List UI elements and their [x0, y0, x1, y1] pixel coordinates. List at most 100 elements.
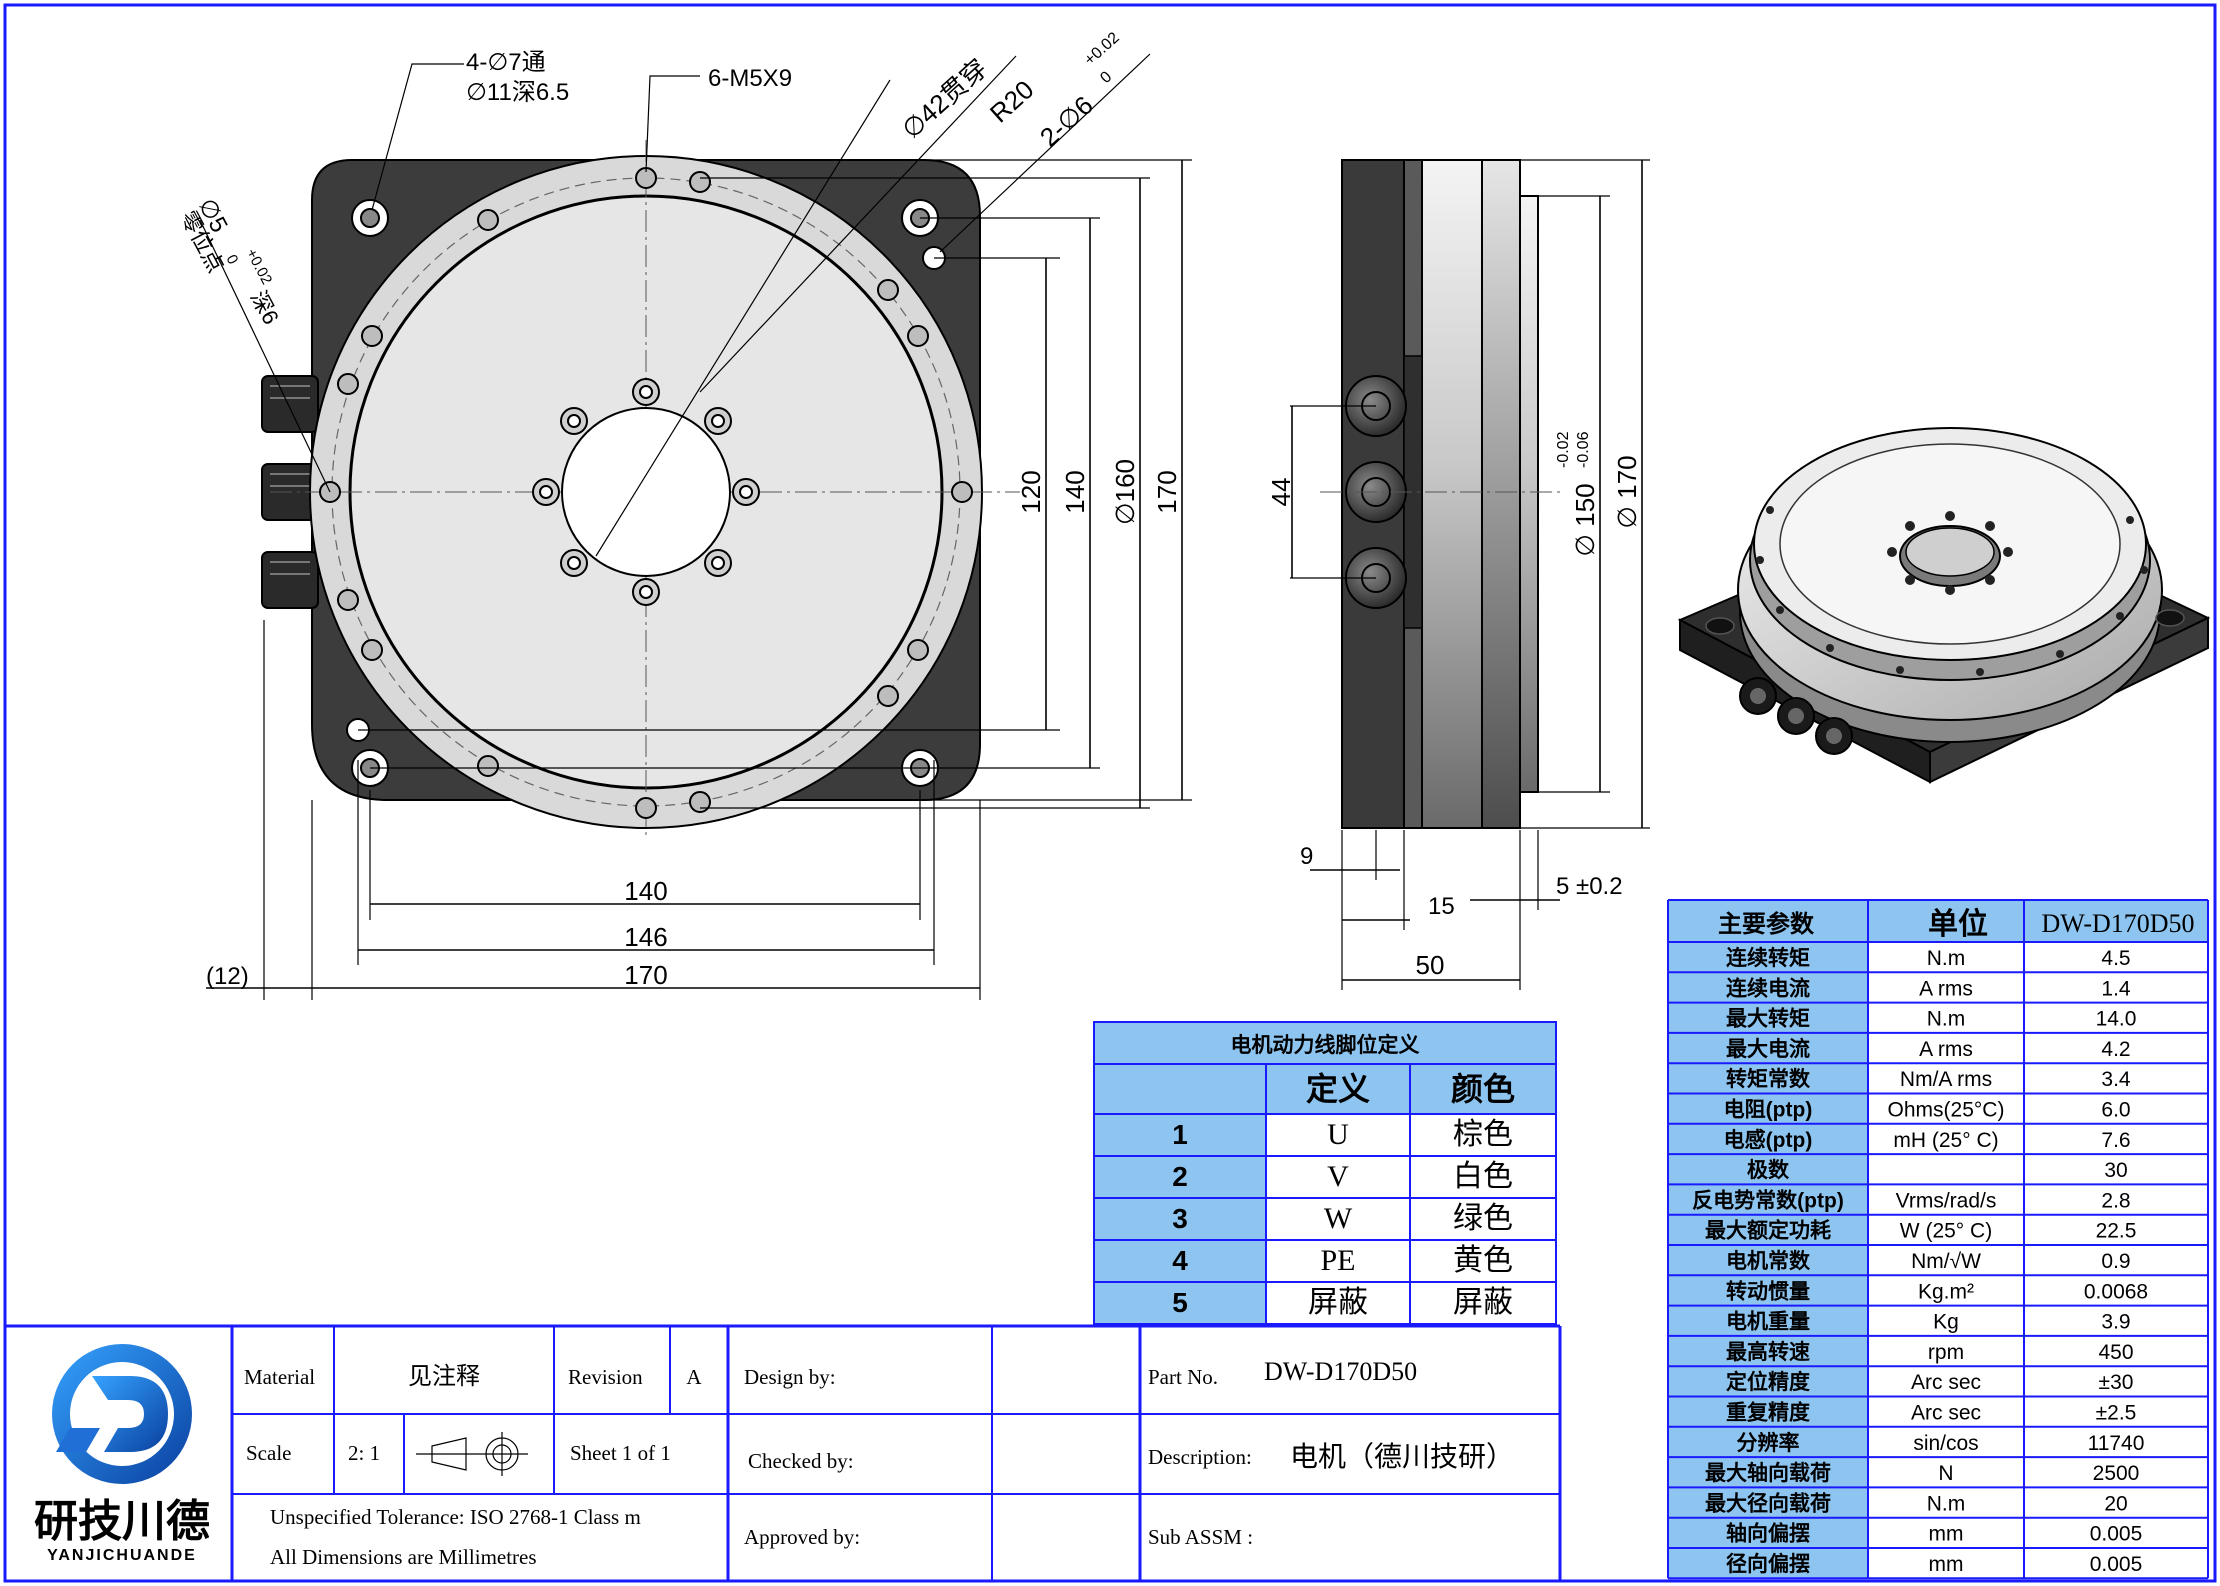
spec-unit: mH (25° C)	[1893, 1129, 1998, 1152]
spec-unit: A rms	[1919, 977, 1973, 1000]
inner-tapped-holes	[532, 378, 760, 606]
callout-bore: ∅42贯穿	[896, 53, 993, 145]
spec-unit: A rms	[1919, 1038, 1973, 1061]
spec-unit: N	[1938, 1462, 1953, 1485]
spec-unit: Ohms(25°C)	[1888, 1099, 2005, 1122]
pin-number: 1	[1172, 1119, 1188, 1150]
spec-param: 径向偏摆	[1726, 1552, 1810, 1576]
isometric-view	[1677, 427, 2211, 784]
spec-unit: Vrms/rad/s	[1896, 1189, 1997, 1212]
pin-color: 棕色	[1453, 1118, 1513, 1151]
pin-definition: 屏蔽	[1308, 1286, 1368, 1319]
dim-offset12: (12)	[206, 963, 249, 990]
spec-value: 14.0	[2096, 1008, 2137, 1031]
pin-number: 2	[1172, 1161, 1188, 1192]
spec-value: 2500	[2093, 1462, 2140, 1485]
spec-value: 6.0	[2101, 1099, 2130, 1122]
spec-param: 极数	[1747, 1159, 1790, 1182]
spec-value: 0.9	[2101, 1250, 2130, 1273]
pin-header-color: 颜色	[1451, 1071, 1515, 1107]
spec-value: 0.0068	[2084, 1280, 2148, 1303]
dim-v120: 120	[1016, 470, 1046, 513]
spec-unit: Kg.m²	[1918, 1280, 1974, 1303]
callout-pin-holes: 2-∅6	[1034, 90, 1099, 153]
spec-header-param: 主要参数	[1718, 910, 1815, 938]
approved-by-label: Approved by:	[744, 1525, 860, 1549]
pin-definition: PE	[1320, 1244, 1355, 1277]
design-by-label: Design by:	[744, 1365, 836, 1389]
spec-value: 22.5	[2096, 1220, 2137, 1243]
dim-d15: 15	[1428, 893, 1455, 920]
spec-value: 1.4	[2101, 977, 2131, 1000]
spec-unit: Kg	[1933, 1311, 1959, 1334]
callout-mount-2: ∅11深6.5	[466, 79, 569, 106]
spec-unit: N.m	[1927, 1008, 1966, 1031]
spec-param: 最大转矩	[1726, 1007, 1810, 1031]
spec-unit: N.m	[1927, 1492, 1966, 1515]
spec-unit: N.m	[1927, 947, 1966, 970]
part-no-label: Part No.	[1148, 1365, 1218, 1389]
dim-dia170: ∅ 170	[1612, 455, 1642, 528]
pin-number: 3	[1172, 1203, 1188, 1234]
part-no-value: DW-D170D50	[1264, 1357, 1417, 1386]
spec-value: 0.005	[2090, 1523, 2143, 1546]
spec-param: 反电势常数(ptp)	[1692, 1188, 1844, 1212]
scale-label: Scale	[246, 1441, 291, 1465]
dim-d5: 5 ±0.2	[1556, 873, 1623, 900]
dim-dia150-tol-lower: -0.06	[1575, 431, 1592, 468]
spec-unit: mm	[1929, 1553, 1964, 1576]
material-label: Material	[244, 1365, 315, 1389]
spec-value: 20	[2104, 1492, 2127, 1515]
spec-header-model: DW-D170D50	[2041, 909, 2194, 938]
dim-h170: 170	[624, 960, 667, 990]
spec-param: 最大轴向载荷	[1705, 1461, 1831, 1485]
pin-definition: W	[1324, 1202, 1353, 1235]
spec-unit: Arc sec	[1911, 1371, 1981, 1394]
spec-param: 轴向偏摆	[1726, 1522, 1810, 1546]
spec-unit: Nm/A rms	[1900, 1068, 1992, 1091]
material-value: 见注释	[408, 1363, 480, 1390]
spec-param: 分辨率	[1737, 1431, 1800, 1455]
spec-param: 连续电流	[1726, 976, 1810, 1000]
callout-zero-tol-upper: +0.02	[242, 246, 275, 288]
spec-param: 电阻(ptp)	[1724, 1099, 1813, 1122]
spec-param: 重复精度	[1726, 1401, 1810, 1425]
spec-value: 2.8	[2101, 1189, 2130, 1212]
callout-radius: R20	[984, 74, 1040, 128]
dim-h146: 146	[624, 922, 667, 952]
spec-param: 电机常数	[1726, 1249, 1811, 1273]
spec-unit: Nm/√W	[1911, 1250, 1981, 1273]
pin-color: 屏蔽	[1453, 1286, 1513, 1319]
spec-param: 最大电流	[1726, 1037, 1810, 1061]
spec-unit: sin/cos	[1913, 1432, 1978, 1455]
sheet-text: Sheet 1 of 1	[570, 1441, 671, 1465]
spec-value: 30	[2104, 1159, 2127, 1182]
spec-value: ±30	[2099, 1371, 2134, 1394]
dim-h140: 140	[624, 876, 667, 906]
spec-unit: Arc sec	[1911, 1402, 1981, 1425]
pin-number: 5	[1172, 1287, 1188, 1318]
spec-value: ±2.5	[2096, 1402, 2137, 1425]
sheet-border	[3, 3, 2217, 1583]
logo-cn-text: 研技川德	[34, 1497, 210, 1546]
revision-value: A	[686, 1365, 702, 1389]
dim-v160: ∅160	[1110, 459, 1140, 525]
spec-param: 转动惯量	[1726, 1279, 1810, 1303]
description-label: Description:	[1148, 1445, 1252, 1469]
spec-value: 11740	[2088, 1432, 2145, 1455]
spec-param: 定位精度	[1726, 1370, 1810, 1394]
spec-param: 最大额定功耗	[1705, 1219, 1831, 1243]
pin-color: 白色	[1453, 1160, 1513, 1193]
center-bore	[561, 407, 731, 577]
pin-number: 4	[1172, 1245, 1188, 1276]
dim-v140: 140	[1060, 470, 1090, 513]
title-block: 研技川德 YANJICHUANDE Material 见注释 Revision …	[5, 1324, 1562, 1581]
tolerance-note: Unspecified Tolerance: ISO 2768-1 Class …	[270, 1505, 641, 1529]
dim-dia150-tol-upper: -0.02	[1555, 431, 1572, 468]
spec-param: 最高转速	[1726, 1340, 1810, 1364]
description-value: 电机（德川技研）	[1290, 1441, 1514, 1473]
callout-zero-depth: 深6	[246, 287, 284, 329]
